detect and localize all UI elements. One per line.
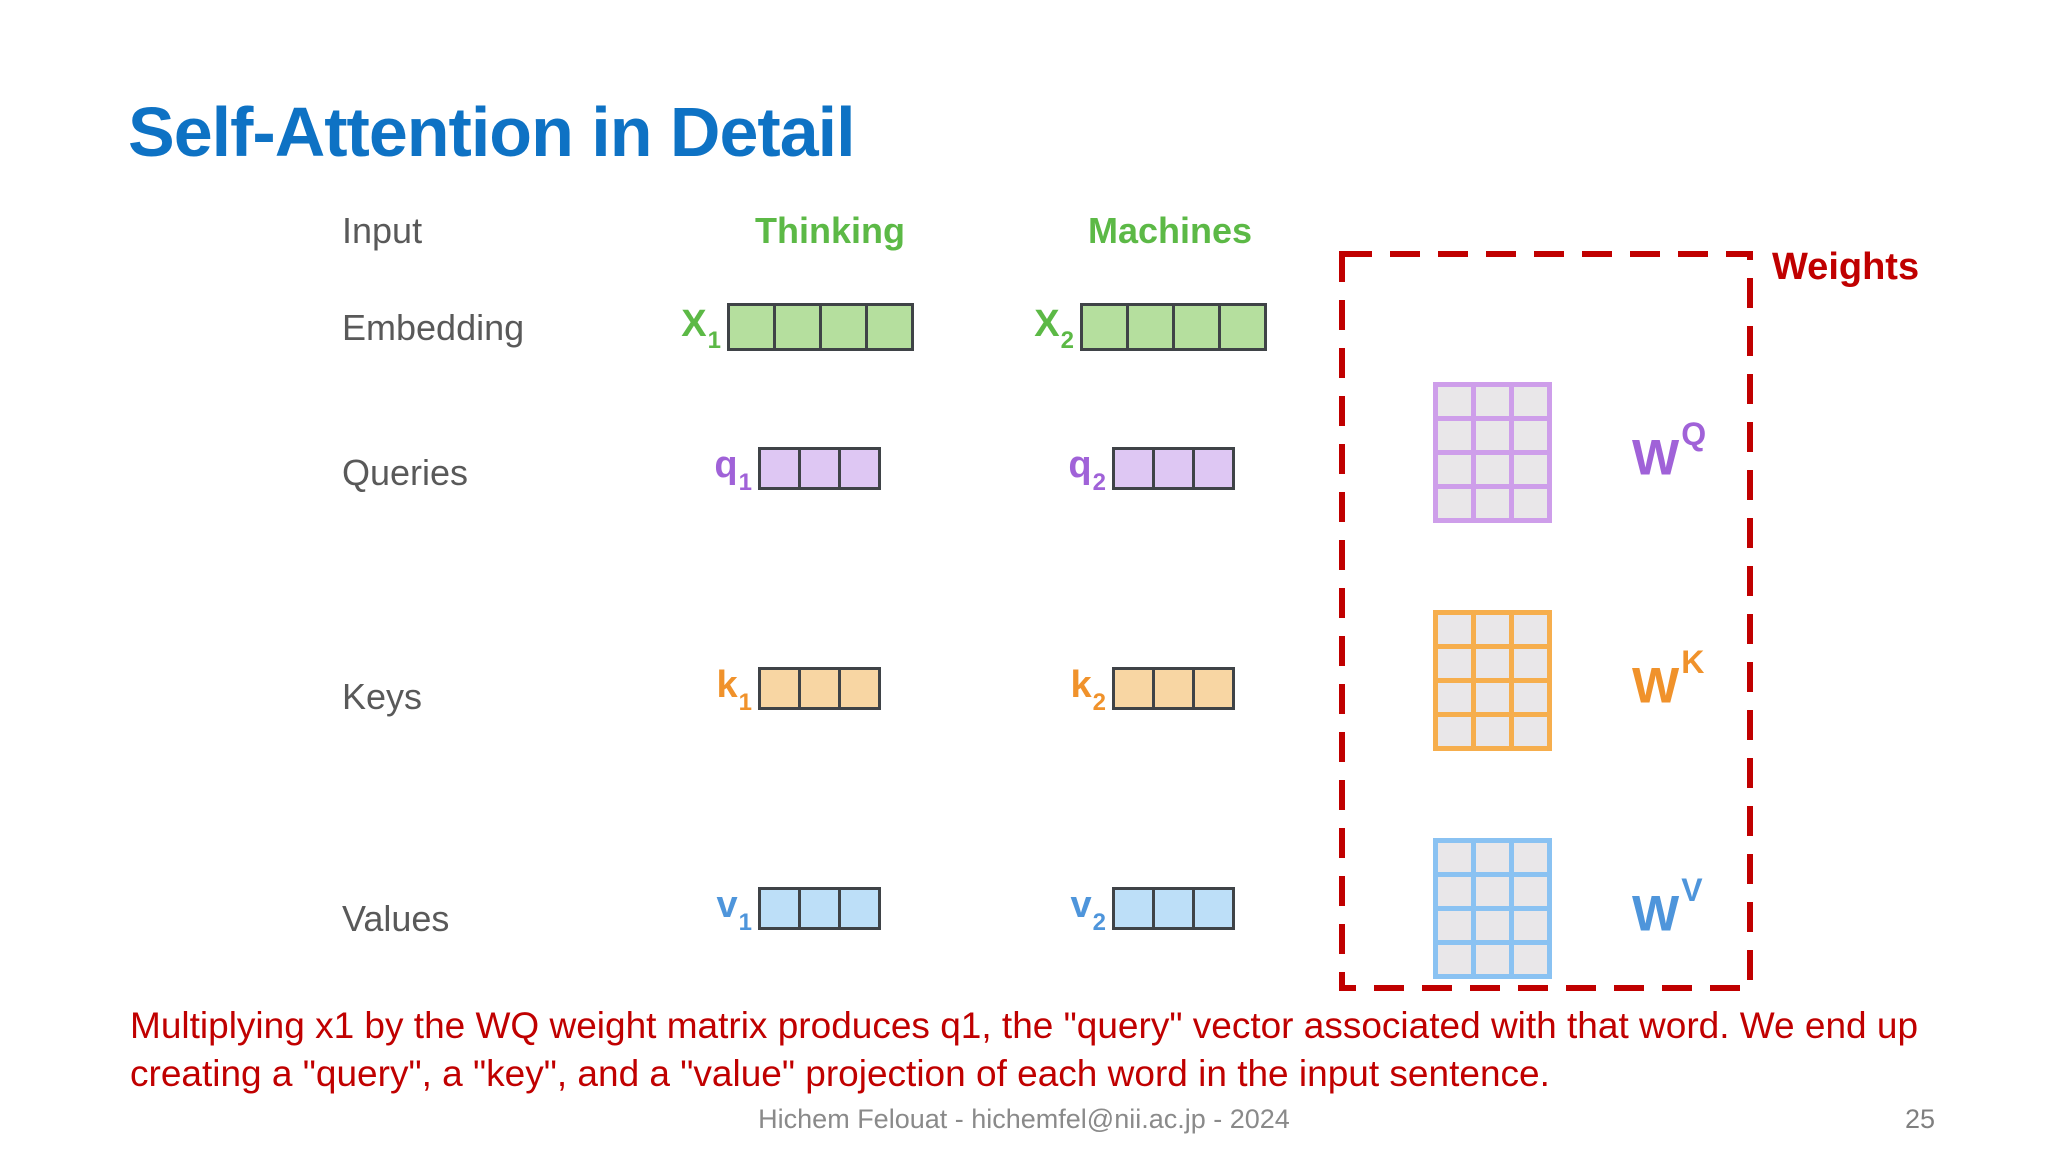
caption-text: Multiplying x1 by the WQ weight matrix p…	[130, 1002, 1960, 1098]
row-label-embedding: Embedding	[342, 307, 525, 348]
vector-label-v2: v2	[1070, 884, 1107, 936]
key-vector-k2: k2	[1020, 664, 1235, 716]
vector-cells-x2	[1080, 303, 1267, 351]
weights-panel-label: Weights	[1772, 246, 1920, 288]
vector-cells-k2	[1112, 666, 1235, 710]
vector-cells-q1	[758, 446, 881, 490]
embedding-vector-x2: X2	[989, 302, 1267, 355]
page-number: 25	[1904, 1104, 1935, 1134]
vector-label-q2: q2	[1068, 444, 1106, 496]
footer-credit: Hichem Felouat - hichemfel@nii.ac.jp - 2…	[758, 1104, 1290, 1134]
matrix-label-wq: WQ	[1632, 416, 1707, 486]
value-vector-v1: v1	[666, 884, 881, 936]
key-vector-k1: k1	[666, 664, 881, 716]
vector-cells-k1	[758, 666, 881, 710]
weight-matrix-wv	[1433, 838, 1552, 979]
vector-cells-v1	[758, 886, 881, 930]
vector-label-q1: q1	[714, 444, 752, 496]
vector-label-k2: k2	[1070, 664, 1107, 716]
slide-title: Self-Attention in Detail	[128, 93, 856, 171]
vector-label-x1: X1	[681, 302, 721, 355]
query-vector-q2: q2	[1020, 444, 1235, 496]
row-label-queries: Queries	[342, 452, 469, 493]
vector-cells-q2	[1112, 446, 1235, 490]
row-label-input: Input	[342, 210, 423, 251]
matrix-label-wv: WV	[1632, 872, 1703, 942]
caption-line-1: Multiplying x1 by the WQ weight matrix p…	[130, 1005, 1919, 1046]
weights-dashed-box	[1339, 251, 1753, 991]
value-vector-v2: v2	[1020, 884, 1235, 936]
matrix-label-wk: WK	[1632, 644, 1705, 714]
vector-label-x2: X2	[1034, 302, 1074, 355]
row-label-values: Values	[342, 898, 450, 939]
weight-matrix-wq	[1433, 382, 1552, 523]
word-thinking: Thinking	[755, 210, 905, 251]
weight-matrix-wk	[1433, 610, 1552, 751]
vector-cells-v2	[1112, 886, 1235, 930]
caption-line-2: creating a "query", a "key", and a "valu…	[130, 1053, 1550, 1094]
vector-label-k1: k1	[716, 664, 753, 716]
vector-cells-x1	[727, 303, 914, 351]
word-machines: Machines	[1087, 210, 1253, 251]
embedding-vector-x1: X1	[636, 302, 914, 355]
query-vector-q1: q1	[666, 444, 881, 496]
row-label-keys: Keys	[342, 676, 423, 717]
vector-label-v1: v1	[716, 884, 753, 936]
